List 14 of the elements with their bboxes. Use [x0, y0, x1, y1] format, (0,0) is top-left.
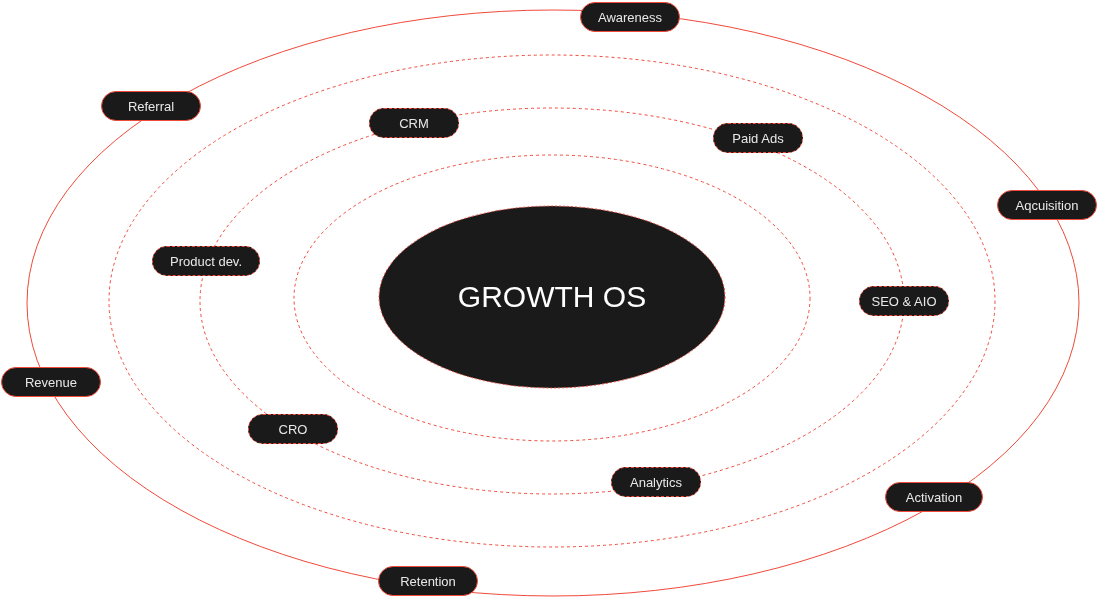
channel-tag: SEO & AIO [859, 286, 949, 316]
stage-tag: Awareness [580, 2, 680, 32]
stage-tag: Aqcuisition [997, 190, 1097, 220]
stage-tag: Revenue [1, 367, 101, 397]
stage-tag: Referral [101, 91, 201, 121]
core-ellipse [378, 205, 726, 389]
channel-tag: Paid Ads [713, 123, 803, 153]
stage-tag: Activation [885, 482, 983, 512]
core-title: GROWTH OS [456, 280, 648, 314]
channel-tag: Product dev. [152, 246, 260, 276]
channel-tag: CRM [369, 108, 459, 138]
stage-tag: Retention [378, 566, 478, 596]
channel-tag: Analytics [611, 467, 701, 497]
channel-tag: CRO [248, 414, 338, 444]
